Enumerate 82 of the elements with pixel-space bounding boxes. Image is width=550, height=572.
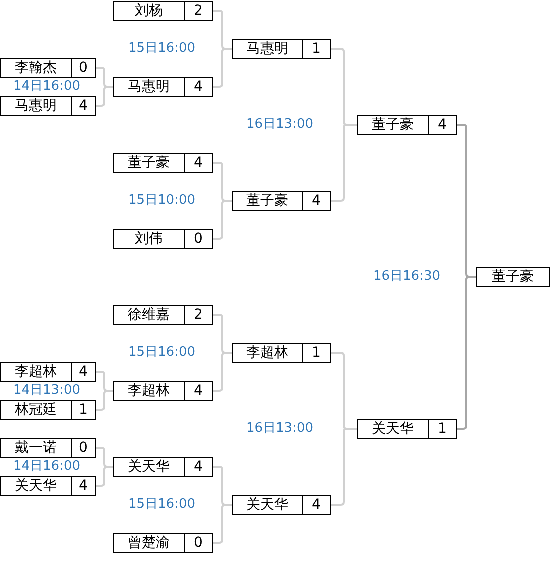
bracket-line xyxy=(213,200,232,240)
score: 4 xyxy=(71,477,95,495)
bracket-line xyxy=(96,390,113,411)
player-name: 董子豪 xyxy=(127,154,171,172)
score: 4 xyxy=(302,192,330,210)
player-name: 李超林 xyxy=(14,363,58,381)
player-slot xyxy=(0,438,96,458)
player-name: 董子豪 xyxy=(491,268,535,286)
player-name: 马惠明 xyxy=(14,97,58,115)
player-slot xyxy=(232,495,331,515)
score: 4 xyxy=(71,97,95,115)
player-slot xyxy=(113,305,213,325)
score: 2 xyxy=(184,306,212,324)
bracket-line xyxy=(96,466,113,487)
bracket-line xyxy=(457,276,476,430)
player-slot xyxy=(0,400,96,420)
match-time: 16日13:00 xyxy=(246,421,314,437)
score: 4 xyxy=(302,496,330,514)
score: 0 xyxy=(184,230,212,248)
player-name: 李超林 xyxy=(246,344,290,362)
score: 1 xyxy=(71,401,95,419)
score: 4 xyxy=(184,154,212,172)
player-name: 关天华 xyxy=(246,496,290,514)
player-slot xyxy=(0,96,96,116)
player-slot xyxy=(232,343,331,363)
score: 4 xyxy=(184,78,212,96)
score: 1 xyxy=(302,40,330,58)
bracket-line xyxy=(331,124,357,202)
match-time: 16日16:30 xyxy=(374,269,440,285)
player-slot xyxy=(113,381,213,401)
match-time: 14日13:00 xyxy=(14,383,80,399)
player-name: 李超林 xyxy=(127,382,171,400)
player-name: 李翰杰 xyxy=(14,59,58,77)
player-name: 刘伟 xyxy=(134,230,164,248)
match-time: 15日16:00 xyxy=(128,345,196,361)
match-time: 15日10:00 xyxy=(128,193,196,209)
player-slot xyxy=(113,77,213,97)
match-time: 16日13:00 xyxy=(246,117,314,133)
player-slot xyxy=(357,419,457,439)
player-slot xyxy=(0,362,96,382)
bracket-line xyxy=(213,48,232,88)
match-time: 14日16:00 xyxy=(14,79,80,95)
bracket-line xyxy=(96,86,113,107)
player-name: 林冠廷 xyxy=(14,401,58,419)
score: 1 xyxy=(302,344,330,362)
score: 0 xyxy=(71,439,95,457)
player-slot xyxy=(476,267,550,287)
player-slot xyxy=(113,153,213,173)
player-name: 马惠明 xyxy=(246,40,290,58)
player-name: 关天华 xyxy=(127,458,171,476)
player-slot xyxy=(113,533,213,553)
player-name: 曾楚渝 xyxy=(127,534,171,552)
player-slot xyxy=(113,1,213,21)
player-name: 马惠明 xyxy=(127,78,171,96)
player-slot xyxy=(232,191,331,211)
player-name: 戴一诺 xyxy=(14,439,58,457)
player-slot xyxy=(113,457,213,477)
bracket-line xyxy=(213,504,232,544)
score: 4 xyxy=(71,363,95,381)
score: 4 xyxy=(184,458,212,476)
player-slot xyxy=(113,229,213,249)
player-name: 刘杨 xyxy=(134,2,164,20)
score: 0 xyxy=(71,59,95,77)
score: 2 xyxy=(184,2,212,20)
player-name: 关天华 xyxy=(371,420,415,438)
score: 1 xyxy=(428,420,456,438)
match-time: 15日16:00 xyxy=(128,41,196,57)
match-time: 14日16:00 xyxy=(14,459,80,475)
player-name: 董子豪 xyxy=(246,192,290,210)
player-name: 关天华 xyxy=(14,477,58,495)
match-time: 15日16:00 xyxy=(128,497,196,513)
score: 0 xyxy=(184,534,212,552)
player-slot xyxy=(357,115,457,135)
player-name: 徐维嘉 xyxy=(127,306,171,324)
score: 4 xyxy=(184,382,212,400)
bracket-line xyxy=(213,352,232,392)
score: 4 xyxy=(428,116,456,134)
player-slot xyxy=(232,39,331,59)
player-name: 董子豪 xyxy=(371,116,415,134)
bracket-line xyxy=(331,428,357,506)
player-slot xyxy=(0,58,96,78)
player-slot xyxy=(0,476,96,496)
